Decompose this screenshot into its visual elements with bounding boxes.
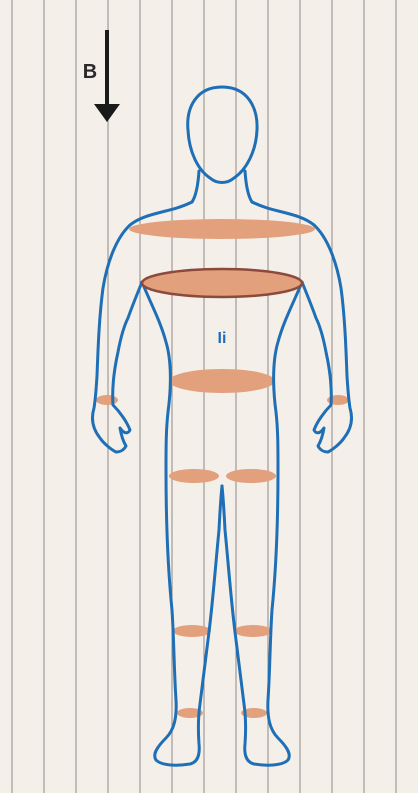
shoulder-band xyxy=(129,219,315,239)
region-label: Ii xyxy=(218,330,227,347)
right-thigh-band xyxy=(226,469,276,483)
left-calf-band xyxy=(173,625,211,637)
left-wrist-band xyxy=(96,395,118,405)
left-thigh-band xyxy=(169,469,219,483)
waist-band xyxy=(169,369,275,393)
right-calf-band xyxy=(234,625,272,637)
chest-band xyxy=(142,269,302,297)
direction-label: B xyxy=(83,61,97,83)
